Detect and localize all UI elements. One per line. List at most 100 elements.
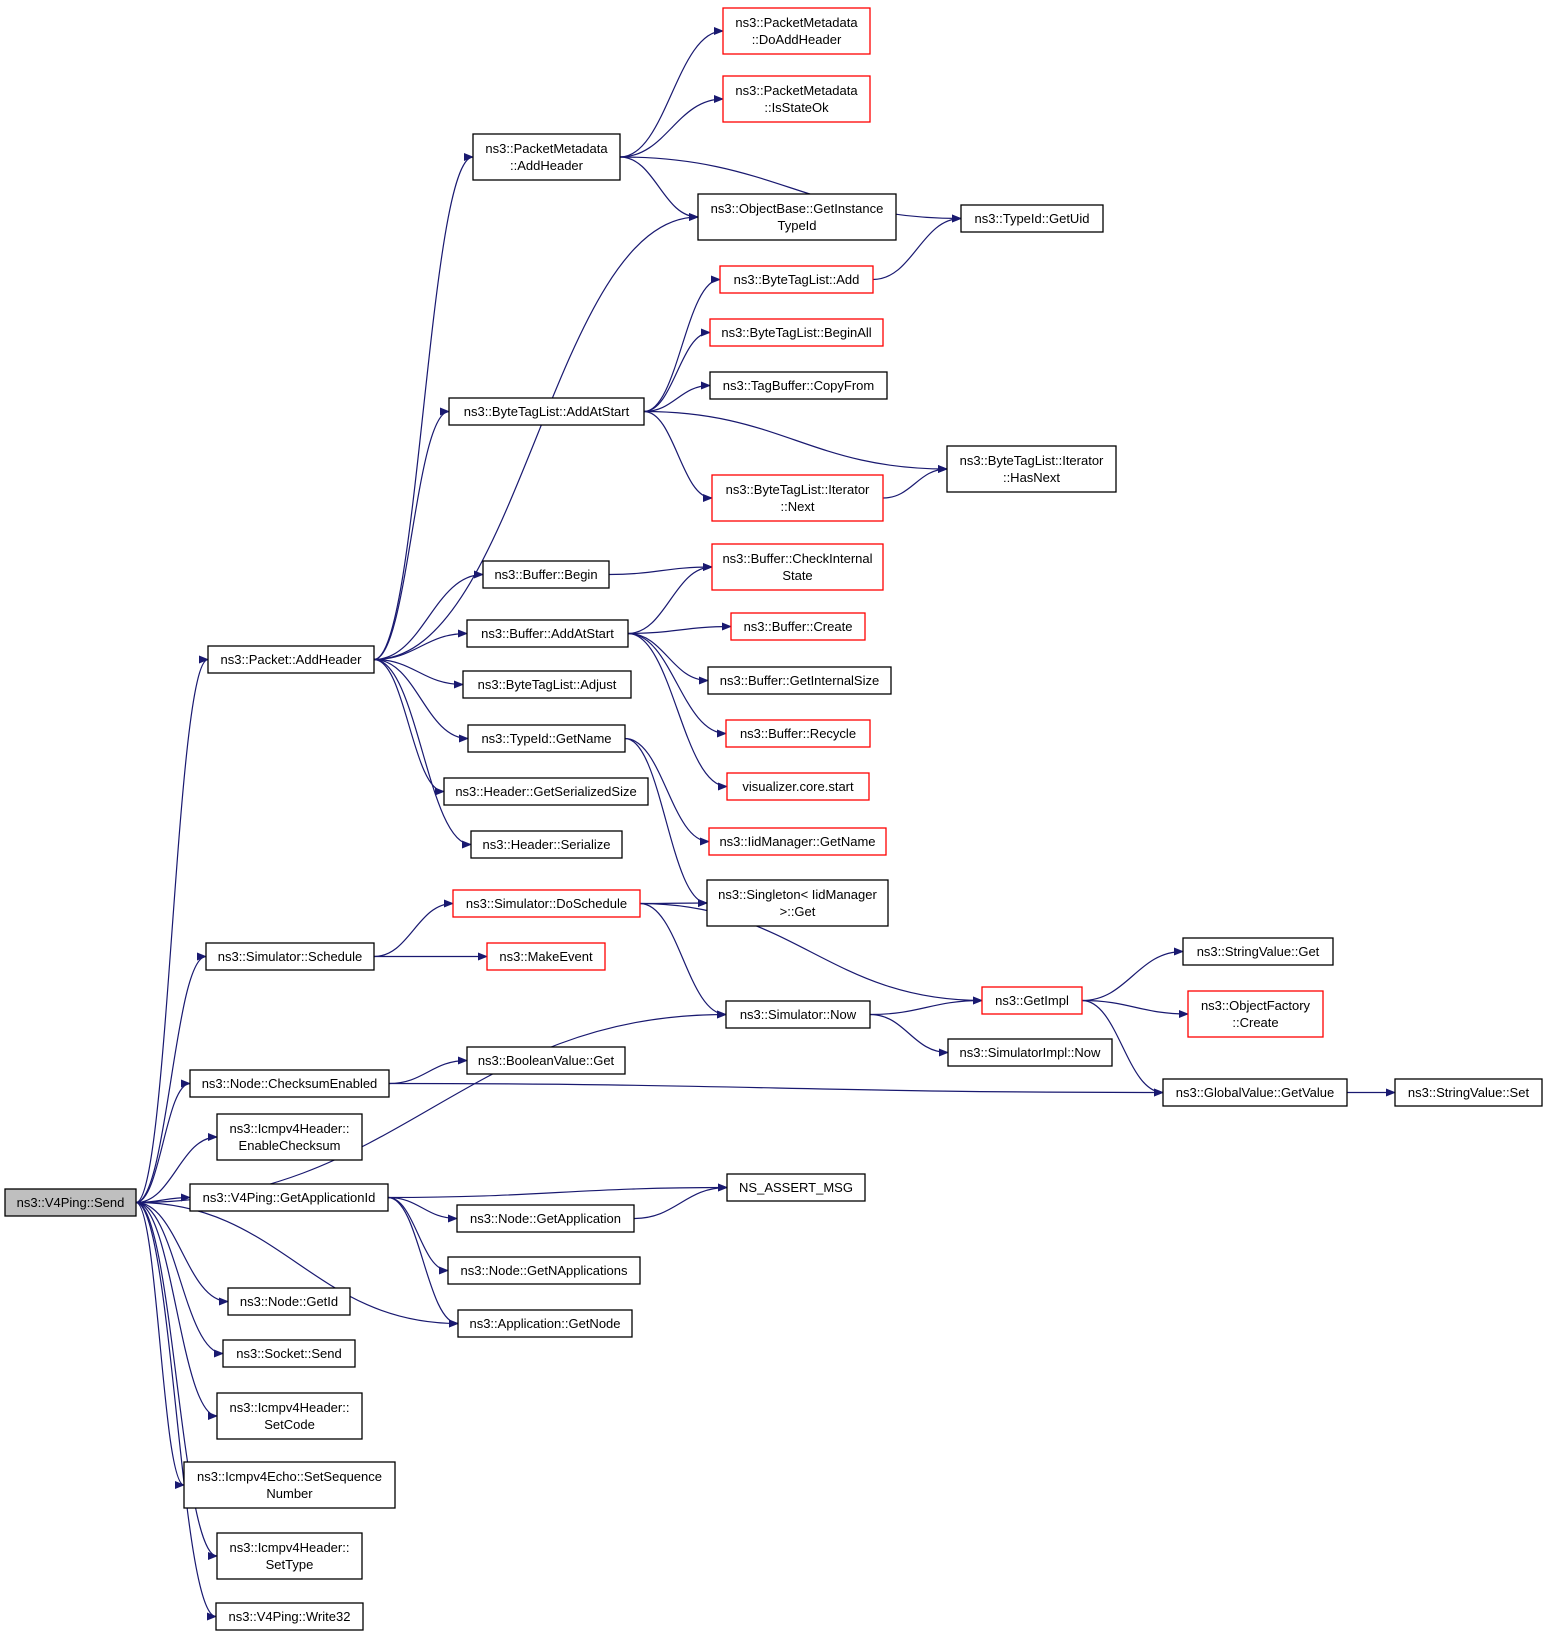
edge-path	[627, 632, 728, 791]
node-ns3-application-getnode[interactable]: ns3::Application::GetNode	[457, 1309, 633, 1338]
edge-pktaddhdr-to-bufbegin	[373, 570, 484, 661]
node-ns3-node-getnapplications[interactable]: ns3::Node::GetNApplications	[447, 1256, 641, 1285]
edge-pmaddhdr-to-typeuid	[619, 156, 962, 223]
node-label: ns3::Singleton< IidManager	[718, 887, 877, 902]
edge-path	[373, 153, 474, 661]
edge-path	[608, 563, 713, 576]
node-ns3-tagbuffer-copyfrom[interactable]: ns3::TagBuffer::CopyFrom	[709, 371, 888, 400]
edge-path	[1081, 947, 1184, 1002]
node-ns3-v4ping-send[interactable]: ns3::V4Ping::Send	[4, 1188, 137, 1217]
node-ns3-singleton-iidmanager-get[interactable]: ns3::Singleton< IidManager>::Get	[706, 879, 889, 927]
node-label: ns3::Node::GetNApplications	[461, 1263, 628, 1278]
node-ns3-packet-addheader[interactable]: ns3::Packet::AddHeader	[207, 645, 375, 674]
node-box	[482, 560, 610, 589]
node-label: ns3::Icmpv4Echo::SetSequence	[197, 1469, 382, 1484]
edge-pktaddhdr-to-typename	[373, 658, 469, 743]
node-label: ns3::V4Ping::Send	[17, 1195, 125, 1210]
node-ns3-socket-send[interactable]: ns3::Socket::Send	[222, 1339, 356, 1368]
node-ns3-globalvalue-getvalue[interactable]: ns3::GlobalValue::GetValue	[1162, 1078, 1348, 1107]
node-label: ns3::Node::GetApplication	[470, 1211, 621, 1226]
node-ns3-typeid-getname[interactable]: ns3::TypeId::GetName	[467, 724, 626, 753]
node-ns3-packetmetadata-isstateok[interactable]: ns3::PacketMetadata::IsStateOk	[722, 75, 871, 123]
node-ns3-bytetaglist-iterator-hasnext[interactable]: ns3::ByteTagList::Iterator::HasNext	[946, 445, 1117, 493]
node-label: ns3::Header::Serialize	[483, 837, 611, 852]
edge-path	[373, 658, 464, 689]
node-ns3-makeevent[interactable]: ns3::MakeEvent	[486, 942, 606, 971]
node-box	[443, 777, 649, 806]
node-ns3-stringvalue-get[interactable]: ns3::StringValue::Get	[1182, 937, 1334, 966]
edge-path	[135, 1201, 459, 1328]
edge-bufaddat-to-bufrecycle	[627, 632, 727, 738]
node-ns3-buffer-create[interactable]: ns3::Buffer::Create	[730, 612, 866, 641]
edge-path	[373, 213, 699, 661]
node-ns3-node-getapplication[interactable]: ns3::Node::GetApplication	[456, 1204, 635, 1233]
node-box	[472, 133, 621, 181]
node-ns3-bytetaglist-addatstart[interactable]: ns3::ByteTagList::AddAtStart	[448, 397, 645, 426]
node-ns3-v4ping-write32[interactable]: ns3::V4Ping::Write32	[215, 1602, 364, 1631]
node-ns3-bytetaglist-add[interactable]: ns3::ByteTagList::Add	[719, 265, 874, 294]
node-ns3-buffer-getinternalsize[interactable]: ns3::Buffer::GetInternalSize	[707, 666, 892, 695]
edge-path	[624, 737, 710, 846]
node-ns3-typeid-getuid[interactable]: ns3::TypeId::GetUid	[960, 204, 1104, 233]
node-label: SetType	[266, 1557, 314, 1572]
node-label: ns3::Icmpv4Header::	[230, 1121, 350, 1136]
node-ns3-stringvalue-set[interactable]: ns3::StringValue::Set	[1394, 1078, 1543, 1107]
node-visualizer-core-start[interactable]: visualizer.core.start	[726, 772, 870, 801]
node-ns3-simulator-schedule[interactable]: ns3::Simulator::Schedule	[205, 942, 375, 971]
node-ns3-bytetaglist-adjust[interactable]: ns3::ByteTagList::Adjust	[462, 670, 632, 699]
node-ns3-buffer-recycle[interactable]: ns3::Buffer::Recycle	[725, 719, 871, 748]
node-box	[462, 670, 632, 699]
node-box	[448, 397, 645, 426]
node-ns3-packetmetadata-addheader[interactable]: ns3::PacketMetadata::AddHeader	[472, 133, 621, 181]
node-ns3-packetmetadata-doaddheader[interactable]: ns3::PacketMetadata::DoAddHeader	[722, 7, 871, 55]
node-ns3-bytetaglist-beginall[interactable]: ns3::ByteTagList::BeginAll	[709, 318, 884, 347]
node-label: TypeId	[777, 218, 816, 233]
node-ns-assert-msg[interactable]: NS_ASSERT_MSG	[726, 1173, 866, 1202]
node-ns3-icmpv4header-settype[interactable]: ns3::Icmpv4Header::SetType	[216, 1532, 363, 1580]
node-ns3-header-getserializedsize[interactable]: ns3::Header::GetSerializedSize	[443, 777, 649, 806]
node-box	[981, 986, 1083, 1015]
node-label: ns3::Buffer::AddAtStart	[481, 626, 614, 641]
node-ns3-icmpv4header-enablechecksum[interactable]: ns3::Icmpv4Header::EnableChecksum	[216, 1113, 363, 1161]
edge-itnext-to-ithasnext	[882, 465, 948, 499]
edge-nodegetapp-to-nsassert	[633, 1183, 728, 1220]
node-label: NS_ASSERT_MSG	[739, 1180, 853, 1195]
node-ns3-v4ping-getapplicationid[interactable]: ns3::V4Ping::GetApplicationId	[189, 1183, 389, 1212]
node-ns3-getimpl[interactable]: ns3::GetImpl	[981, 986, 1083, 1015]
edge-bufaddat-to-bufcreate	[627, 622, 732, 635]
edge-path	[387, 1183, 728, 1199]
node-ns3-node-checksumenabled[interactable]: ns3::Node::ChecksumEnabled	[189, 1069, 390, 1098]
node-ns3-bytetaglist-iterator-next[interactable]: ns3::ByteTagList::Iterator::Next	[711, 474, 884, 522]
edge-path	[619, 156, 962, 223]
node-box	[960, 204, 1104, 233]
edge-v4getappid-to-appgetnode	[387, 1196, 459, 1328]
edge-path	[627, 632, 709, 685]
node-ns3-booleanvalue-get[interactable]: ns3::BooleanValue::Get	[466, 1046, 626, 1075]
node-ns3-buffer-addatstart[interactable]: ns3::Buffer::AddAtStart	[466, 619, 629, 648]
edge-path	[373, 629, 468, 661]
edge-bufbegin-to-bufcheck	[608, 563, 713, 576]
node-ns3-objectfactory-create[interactable]: ns3::ObjectFactory::Create	[1187, 990, 1324, 1038]
node-ns3-buffer-begin[interactable]: ns3::Buffer::Begin	[482, 560, 610, 589]
edge-path	[643, 328, 711, 413]
edge-path	[639, 902, 727, 1019]
edge-path	[869, 1013, 949, 1057]
edge-path	[388, 1056, 468, 1085]
node-ns3-iidmanager-getname[interactable]: ns3::IidManager::GetName	[708, 827, 887, 856]
node-ns3-simulator-doschedule[interactable]: ns3::Simulator::DoSchedule	[452, 889, 641, 918]
node-label: ns3::Socket::Send	[236, 1346, 342, 1361]
node-box	[447, 1256, 641, 1285]
node-ns3-simulatorimpl-now[interactable]: ns3::SimulatorImpl::Now	[947, 1038, 1113, 1067]
node-ns3-icmpv4header-setcode[interactable]: ns3::Icmpv4Header::SetCode	[216, 1392, 363, 1440]
edge-path	[135, 1201, 218, 1560]
node-ns3-node-getid[interactable]: ns3::Node::GetId	[227, 1287, 351, 1316]
edge-path	[619, 27, 724, 158]
node-label: Number	[266, 1486, 313, 1501]
node-ns3-simulator-now[interactable]: ns3::Simulator::Now	[725, 1000, 871, 1029]
node-ns3-header-serialize[interactable]: ns3::Header::Serialize	[470, 830, 623, 859]
edge-root-to-icmpsettype	[135, 1201, 218, 1560]
node-label: ns3::ByteTagList::Iterator	[726, 482, 870, 497]
